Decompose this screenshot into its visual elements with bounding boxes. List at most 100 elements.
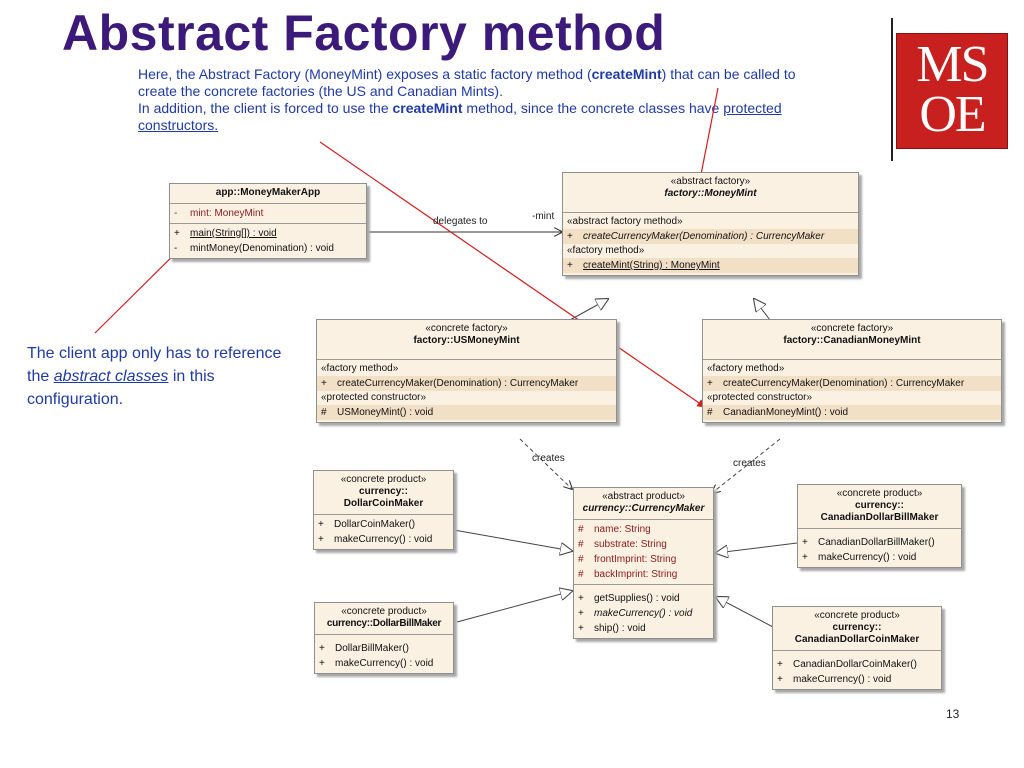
class-namespace: currency::: [359, 486, 408, 497]
creates-label-ca: creates: [733, 458, 766, 469]
member-text: CanadianDollarCoinMaker(): [793, 659, 917, 670]
visibility: #: [321, 407, 327, 418]
visibility: #: [578, 569, 584, 580]
attribute-substrate: # substrate: String: [574, 537, 713, 552]
operation-group-label: «factory method»: [707, 363, 785, 374]
attributes-section: -mint: MoneyMint: [170, 204, 366, 224]
intro-emphasis: createMint: [591, 66, 662, 82]
member-text: frontImprint: String: [594, 554, 677, 565]
operation-create-currency-maker: +createCurrencyMaker(Denomination) : Cur…: [563, 229, 858, 244]
class-canadian-money-mint: «concrete factory» factory::CanadianMone…: [702, 319, 1002, 423]
operation-constructor: + DollarCoinMaker(): [314, 517, 453, 532]
operation-group-label: «abstract factory method»: [567, 216, 683, 227]
logo-line-1: MS: [916, 36, 989, 93]
mint-role-label: -mint: [532, 211, 555, 222]
operations-section: +DollarBillMaker() +makeCurrency() : voi…: [315, 635, 453, 673]
member-text: ship() : void: [594, 623, 646, 634]
member-text: makeCurrency() : void: [594, 608, 693, 619]
member-text: main(String[]) : void: [190, 228, 277, 239]
operation-create-mint: +createMint(String) : MoneyMint: [563, 258, 858, 273]
divider-line: [891, 18, 893, 161]
visibility: #: [707, 407, 713, 418]
class-name: factory::USMoneyMint: [413, 335, 520, 346]
visibility: +: [777, 674, 783, 685]
class-dollar-coin-maker: «concrete product» currency:: DollarCoin…: [313, 470, 454, 550]
stereotype: «concrete product»: [836, 488, 923, 499]
class-name: factory::MoneyMint: [664, 188, 757, 199]
visibility: +: [802, 552, 808, 563]
intro-text-part: ) that can be called to create the concr…: [138, 66, 796, 99]
side-note: The client app only has to reference the…: [27, 342, 287, 411]
class-money-mint: «abstract factory» factory::MoneyMint «a…: [562, 172, 859, 276]
operation-main: + main(String[]) : void: [170, 226, 366, 241]
operations-section: + DollarCoinMaker() + makeCurrency() : voi…: [314, 515, 453, 549]
generalization-us: [569, 299, 608, 321]
stereotype: «concrete factory»: [425, 323, 508, 334]
intro-text-part: In addition, the client is forced to use…: [138, 100, 393, 116]
class-money-maker-app: app::MoneyMakerApp -mint: MoneyMint +mai…: [169, 183, 367, 259]
operations-section: +CanadianDollarBillMaker() + makeCurrency…: [798, 529, 961, 567]
operation-group-label: «protected constructor»: [321, 392, 427, 403]
visibility: -: [174, 243, 178, 254]
member-text: makeCurrency() : void: [334, 534, 433, 545]
member-text: CanadianMoneyMint() : void: [723, 407, 849, 418]
stereotype: «abstract factory»: [670, 176, 751, 187]
member-text: createCurrencyMaker(Denomination) : Curr…: [583, 231, 825, 242]
attributes-section: #name: String #substrate: String #frontI…: [574, 520, 713, 585]
visibility: +: [319, 643, 325, 654]
operation-make-currency: +makeCurrency() : void: [315, 656, 453, 671]
stereotype: «concrete factory»: [810, 323, 894, 334]
visibility: #: [578, 539, 584, 550]
member-text: mint: MoneyMint: [190, 208, 264, 219]
logo-line-2: OE: [919, 86, 986, 143]
member-text: createCurrencyMaker(Denomination) : Curr…: [337, 378, 579, 389]
operation-group-label: «factory method»: [567, 245, 645, 256]
visibility: +: [802, 537, 808, 548]
operation-get-supplies: + getSupplies() : void: [574, 591, 713, 606]
class-header: «concrete product» currency:: DollarCoin…: [314, 471, 453, 515]
intro-text-part: method, since the concrete classes have: [462, 100, 724, 116]
operations-section: +CanadianDollarCoinMaker() +makeCurrency…: [773, 651, 941, 689]
operation-constructor: # CanadianMoneyMint() : void: [703, 405, 1001, 420]
operation-constructor: +CanadianDollarCoinMaker(): [773, 657, 941, 672]
stereotype: «concrete product»: [341, 606, 427, 617]
visibility: +: [578, 593, 584, 604]
operation-constructor: +CanadianDollarBillMaker(): [798, 535, 961, 550]
class-name: currency::CurrencyMaker: [582, 503, 705, 514]
side-note-part: The client app only has to reference the: [27, 345, 282, 385]
class-name: CanadianDollarCoinMaker: [794, 634, 920, 645]
visibility: +: [174, 228, 180, 239]
attribute-back-imprint: #backImprint: String: [574, 567, 713, 582]
attribute-name: #name: String: [574, 522, 713, 537]
member-text: substrate: String: [594, 539, 667, 550]
visibility: #: [578, 554, 584, 565]
visibility: +: [321, 378, 327, 389]
operation-group-label: «factory method»: [321, 363, 399, 374]
class-name: currency::DollarBillMaker: [326, 618, 442, 629]
side-note-emphasis: abstract classes: [53, 368, 169, 385]
member-text: makeCurrency() : void: [818, 552, 917, 563]
visibility: +: [318, 519, 324, 530]
intro-emphasis: createMint: [392, 100, 463, 116]
member-text: makeCurrency() : void: [335, 658, 434, 669]
visibility: +: [707, 378, 713, 389]
operation-mint-money: -mintMoney(Denomination) : void: [170, 241, 366, 256]
class-dollar-bill-maker: «concrete product» currency::DollarBillM…: [314, 602, 454, 674]
operation-make-currency: +makeCurrency() : void: [574, 606, 713, 621]
intro-underlined: protected constructors.: [138, 100, 782, 133]
class-canadian-dollar-bill-maker: «concrete product» currency:: CanadianDo…: [797, 484, 962, 568]
class-namespace: currency::: [855, 500, 904, 511]
operation-ship: +ship() : void: [574, 621, 713, 636]
intro-text-part: Here, the Abstract Factory (MoneyMint) e…: [138, 66, 592, 82]
attribute-front-imprint: # frontImprint: String: [574, 552, 713, 567]
creates-ca: [712, 438, 781, 493]
class-name: factory::CanadianMoneyMint: [783, 335, 921, 346]
member-text: DollarCoinMaker(): [334, 519, 416, 530]
member-text: getSupplies() : void: [594, 593, 680, 604]
class-header: «abstract factory» factory::MoneyMint: [563, 173, 858, 213]
member-text: name: String: [594, 524, 651, 535]
generalization-dollar-bill: [456, 591, 572, 623]
visibility: +: [318, 534, 324, 545]
operation-create-currency-maker: +createCurrencyMaker(Denomination) : Cur…: [703, 376, 1001, 391]
stereotype: «abstract product»: [602, 491, 685, 502]
